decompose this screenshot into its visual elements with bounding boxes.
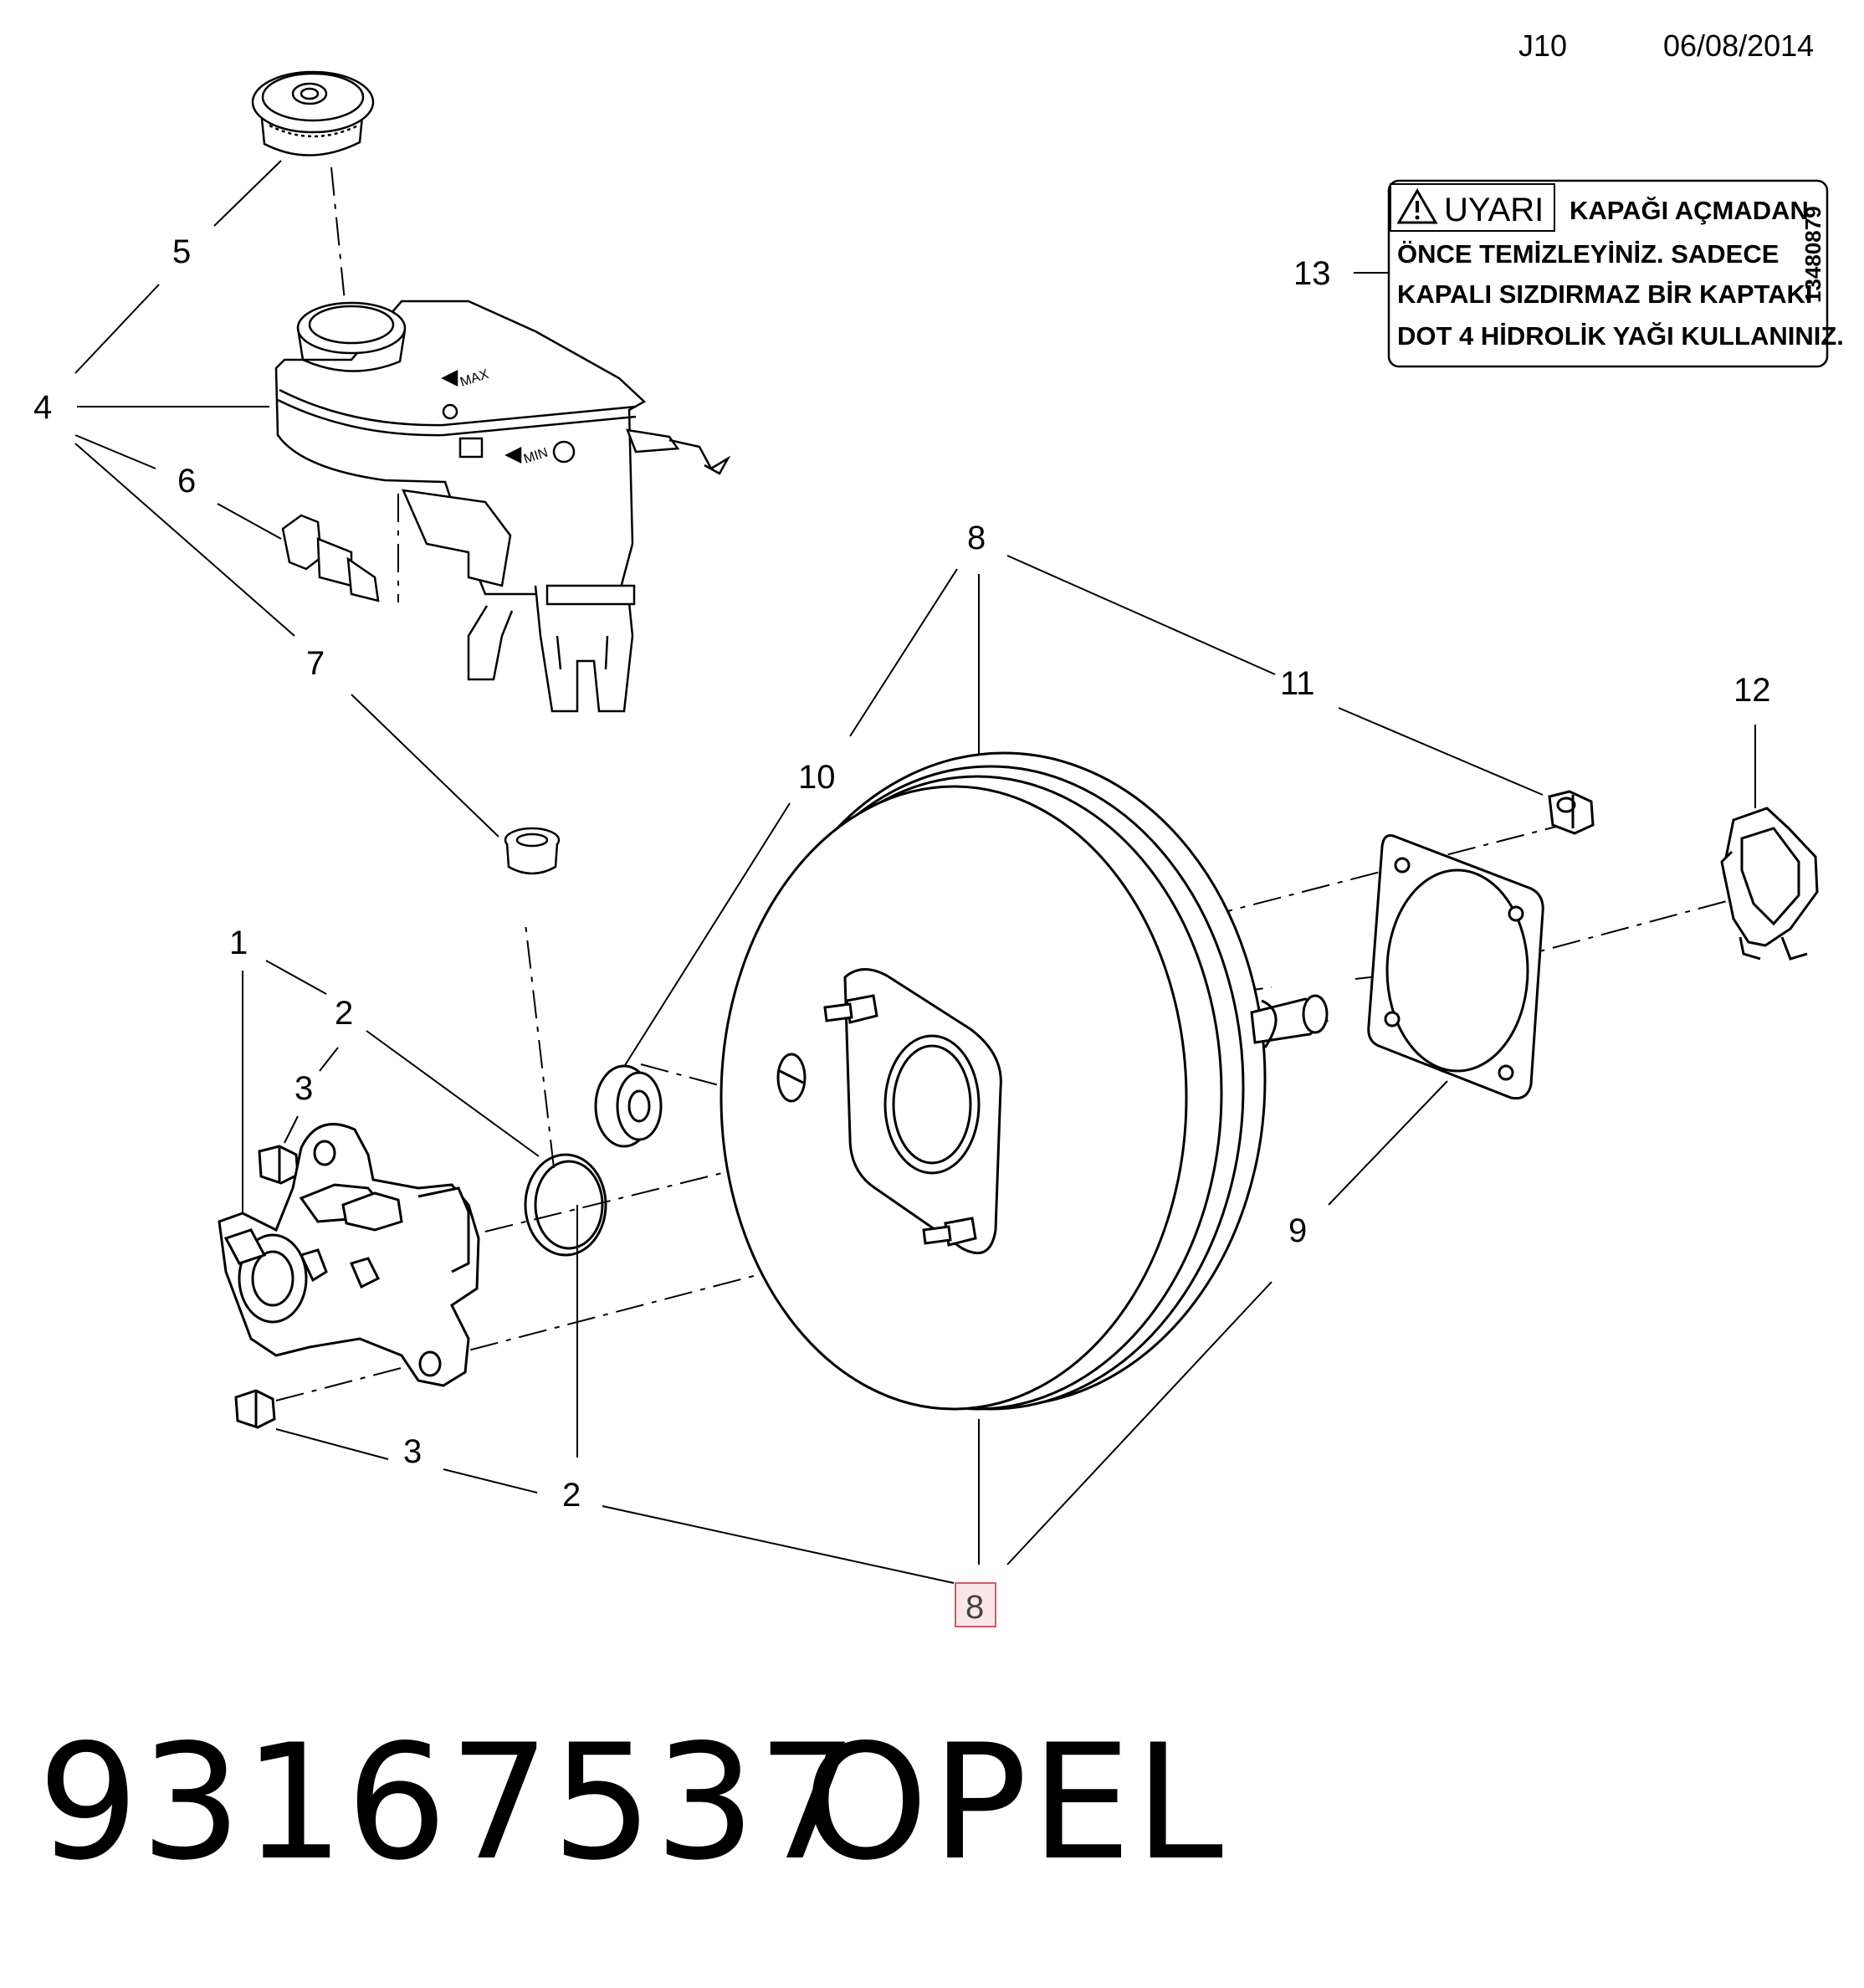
callout-8-highlighted[interactable]: 8 xyxy=(965,1589,984,1626)
master-cylinder xyxy=(218,1123,480,1387)
warning-triangle-icon xyxy=(1396,188,1438,224)
highlight-box xyxy=(955,1582,996,1627)
callout-1: 1 xyxy=(229,925,248,961)
booster-nut xyxy=(1548,790,1595,835)
brand-name: OPEL xyxy=(803,1710,1227,1895)
callout-6: 6 xyxy=(177,463,196,500)
warning-line4: DOT 4 HİDROLİK YAĞI KULLANINIZ. xyxy=(1397,321,1844,351)
warning-line2: ÖNCE TEMİZLEYİNİZ. SADECE xyxy=(1397,239,1779,269)
callout-9: 9 xyxy=(1288,1212,1307,1249)
reservoir-grommet xyxy=(504,827,561,875)
callout-12: 12 xyxy=(1733,672,1771,709)
level-sensor xyxy=(281,514,380,602)
callout-7: 7 xyxy=(306,645,325,682)
booster-clip xyxy=(1720,807,1819,961)
fluid-reservoir: MAX MIN xyxy=(274,300,731,713)
booster-gasket xyxy=(1367,834,1544,1100)
callout-2-top: 2 xyxy=(335,995,353,1032)
callout-numbers: 5 4 6 7 8 11 12 13 10 9 1 2 3 3 2 8 xyxy=(33,233,1771,1627)
callout-4: 4 xyxy=(33,389,52,426)
diagram-code: J10 xyxy=(1518,28,1568,63)
warning-line1: KAPAĞI AÇMADAN xyxy=(1570,196,1809,225)
warning-title: UYARI xyxy=(1444,192,1544,228)
callout-5: 5 xyxy=(172,233,191,270)
warning-label: UYARI KAPAĞI AÇMADAN ÖNCE TEMİZLEYİNİZ. … xyxy=(1387,179,1844,368)
master-cylinder-nuts xyxy=(234,1145,300,1429)
callout-2-bottom: 2 xyxy=(562,1477,581,1514)
callout-3-top: 3 xyxy=(294,1070,313,1107)
leader-lines xyxy=(74,160,1756,1584)
callout-13: 13 xyxy=(1293,255,1331,292)
part-number: 93167537 xyxy=(38,1710,861,1895)
diagram-date: 06/08/2014 xyxy=(1663,28,1815,63)
o-ring xyxy=(524,1153,607,1257)
warning-code: 13480879 xyxy=(1800,206,1826,303)
callout-3-bottom: 3 xyxy=(403,1433,422,1470)
warning-line3: KAPALI SIZDIRMAZ BİR KAPTAKİ xyxy=(1397,279,1813,309)
reservoir-cap xyxy=(251,70,375,156)
callout-10: 10 xyxy=(798,759,836,796)
booster-seal xyxy=(594,1064,663,1148)
brake-booster xyxy=(719,751,1329,1411)
callout-8-top: 8 xyxy=(967,520,986,556)
callout-11: 11 xyxy=(1280,665,1315,702)
